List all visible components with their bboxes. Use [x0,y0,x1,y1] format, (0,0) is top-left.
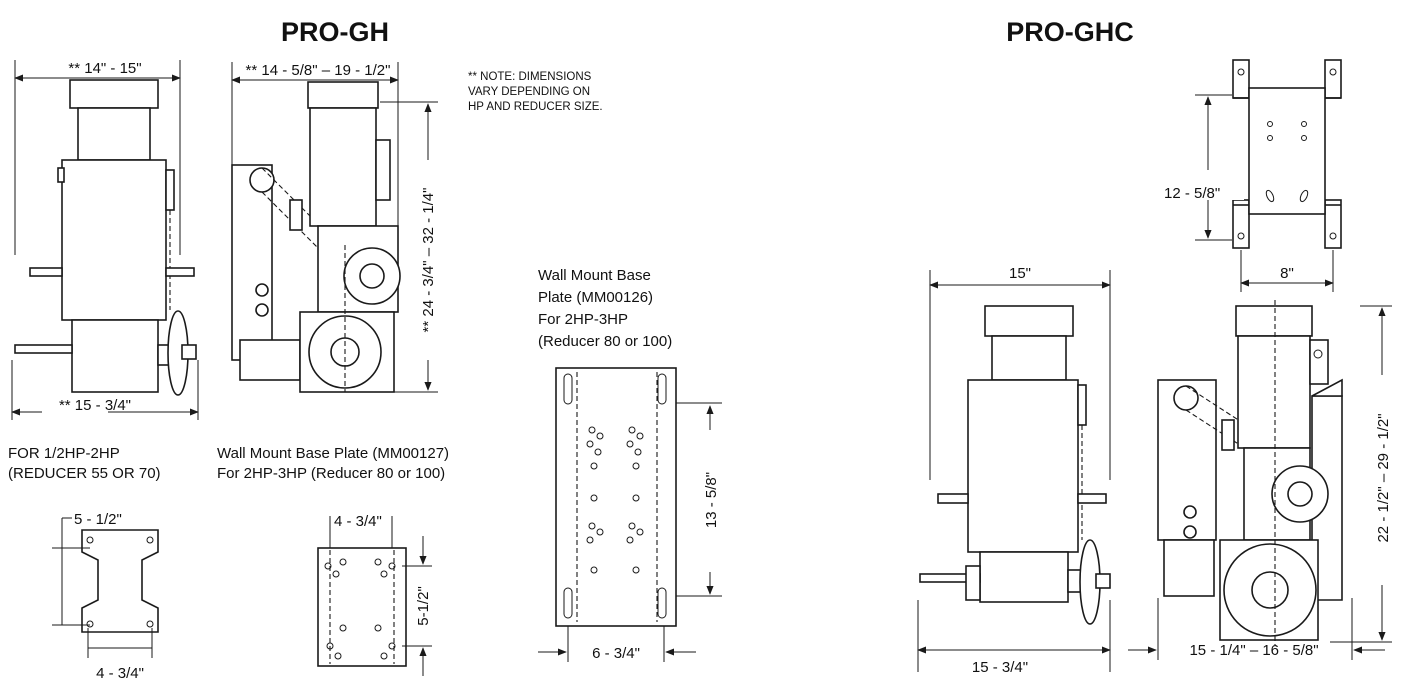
pro-ghc-side-bottom-width: 15 - 1/4" – 16 - 5/8" [1189,642,1318,659]
small-plate-dim-bottom: 4 - 3/4" [96,665,144,682]
bracket-width-dim: 8" [1280,265,1294,282]
small-plate-caption-2: (REDUCER 55 OR 70) [8,465,161,482]
base-plate-mm00127: Wall Mount Base Plate (MM00127) For 2HP-… [217,445,449,676]
plate-126-caption-4: (Reducer 80 or 100) [538,333,672,350]
pro-gh-front-top-width: ** 14" - 15" [68,60,141,77]
pro-gh-side-view: ** 14 - 5/8" – 19 - 1/2" ** 24 - 3/4" – … [231,62,438,393]
pro-ghc-title: PRO-GHC [1006,17,1134,47]
base-plate-mm00126: Wall Mount Base Plate (MM00126) For 2HP-… [538,267,722,662]
pro-gh-title: PRO-GH [281,17,389,47]
plate-126-caption-2: Plate (MM00126) [538,289,653,306]
note-line-1: ** NOTE: DIMENSIONS [468,71,592,83]
pro-gh-side-height: ** 24 - 3/4" – 32 - 1/4" [420,188,437,333]
small-plate-dim-top: 5 - 1/2" [74,511,122,528]
plate-127-dim-top: 4 - 3/4" [334,513,382,530]
pro-gh-side-top-width: ** 14 - 5/8" – 19 - 1/2" [246,62,391,79]
pro-ghc-side-height: 22 - 1/2" – 29 - 1/2" [1375,413,1392,542]
pro-ghc-front-view: 15" 15 - 3/4" [917,265,1111,676]
plate-126-caption-3: For 2HP-3HP [538,311,628,328]
pro-ghc-front-top-width: 15" [1009,265,1031,282]
plate-126-dim-bottom: 6 - 3/4" [592,645,640,662]
bracket-height-dim: 12 - 5/8" [1164,185,1220,202]
pro-ghc-front-bottom-width: 15 - 3/4" [972,659,1028,676]
pro-gh-front-bottom-width: ** 15 - 3/4" [59,397,131,414]
plate-126-dim-side: 13 - 5/8" [703,472,720,528]
note-line-2: VARY DEPENDING ON [468,86,590,98]
pro-gh-front-view: ** 14" - 15" ** 15 - 3/4" [11,60,199,420]
plate-126-caption-1: Wall Mount Base [538,267,651,284]
small-base-plate: FOR 1/2HP-2HP (REDUCER 55 OR 70) 5 - 1/2… [8,445,161,682]
plate-127-caption-2: For 2HP-3HP (Reducer 80 or 100) [217,465,445,482]
dimension-note: ** NOTE: DIMENSIONS VARY DEPENDING ON HP… [468,71,603,113]
note-line-3: HP AND REDUCER SIZE. [468,101,603,113]
plate-127-caption-1: Wall Mount Base Plate (MM00127) [217,445,449,462]
pro-ghc-side-view: 15 - 1/4" – 16 - 5/8" 22 - 1/2" – 29 - 1… [1128,300,1392,660]
plate-127-dim-side: 5-1/2" [415,586,432,626]
pro-ghc-bracket: 12 - 5/8" 8" [1160,59,1342,292]
small-plate-caption-1: FOR 1/2HP-2HP [8,445,120,462]
